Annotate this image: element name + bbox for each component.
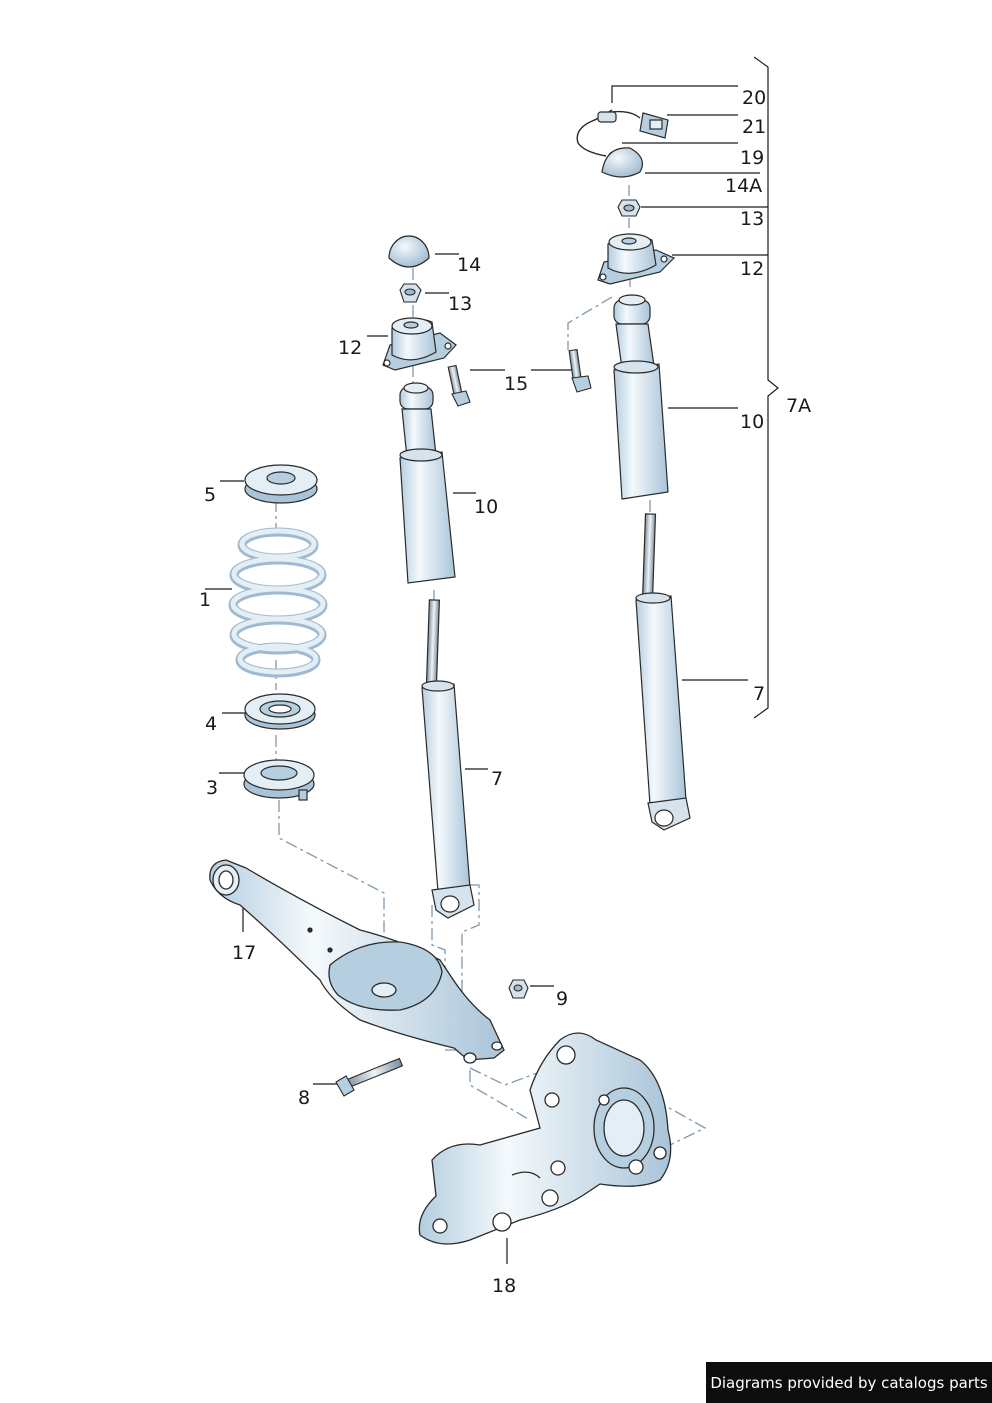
wheel-bearing-housing — [418, 1032, 672, 1245]
strut-mount-left — [382, 317, 457, 371]
callout-7-left: 7 — [491, 768, 504, 790]
credit-banner: Diagrams provided by catalogs parts — [706, 1362, 992, 1403]
callout-13-left: 13 — [448, 293, 473, 315]
bolt-arm — [335, 1057, 404, 1097]
protection-tube-right — [613, 294, 669, 500]
callout-12-left: 12 — [338, 337, 363, 359]
assembly-guide-lines — [275, 185, 707, 1146]
callout-18: 18 — [492, 1275, 517, 1297]
nut-arm — [508, 979, 529, 999]
protective-cap-left — [388, 235, 430, 268]
callout-14A: 14A — [725, 175, 763, 197]
strut-mount-right — [597, 233, 676, 285]
shock-absorber-right — [635, 513, 691, 831]
bolt-right — [568, 348, 592, 393]
callout-1: 1 — [199, 589, 212, 611]
callout-21: 21 — [742, 116, 767, 138]
leader-lines — [205, 56, 779, 1264]
shock-absorber-left — [421, 599, 475, 919]
spring-lower-seat — [244, 693, 316, 730]
callout-7A: 7A — [786, 395, 812, 417]
callout-4: 4 — [205, 713, 218, 735]
callout-12-right: 12 — [740, 258, 765, 280]
callout-20: 20 — [742, 87, 767, 109]
callout-17: 17 — [232, 942, 257, 964]
nut-right — [617, 199, 641, 217]
bolt-left — [447, 364, 471, 407]
callout-10-right: 10 — [740, 411, 765, 433]
callout-8: 8 — [298, 1087, 311, 1109]
callout-15: 15 — [504, 373, 529, 395]
spring-upper-pad — [244, 464, 318, 504]
callout-9: 9 — [556, 988, 569, 1010]
nut-left — [399, 283, 422, 303]
callout-7-right: 7 — [753, 683, 766, 705]
protection-tube-left — [399, 382, 456, 584]
callout-19: 19 — [740, 147, 765, 169]
lower-control-arm — [209, 859, 505, 1064]
spring-lower-pad — [243, 759, 315, 801]
callout-3: 3 — [206, 777, 219, 799]
callout-13-right: 13 — [740, 208, 765, 230]
callout-14: 14 — [457, 254, 482, 276]
coil-spring — [228, 527, 328, 678]
callout-10-left: 10 — [474, 496, 499, 518]
level-sensor — [601, 147, 643, 178]
sensor-connector — [597, 111, 669, 139]
callout-5: 5 — [204, 484, 217, 506]
